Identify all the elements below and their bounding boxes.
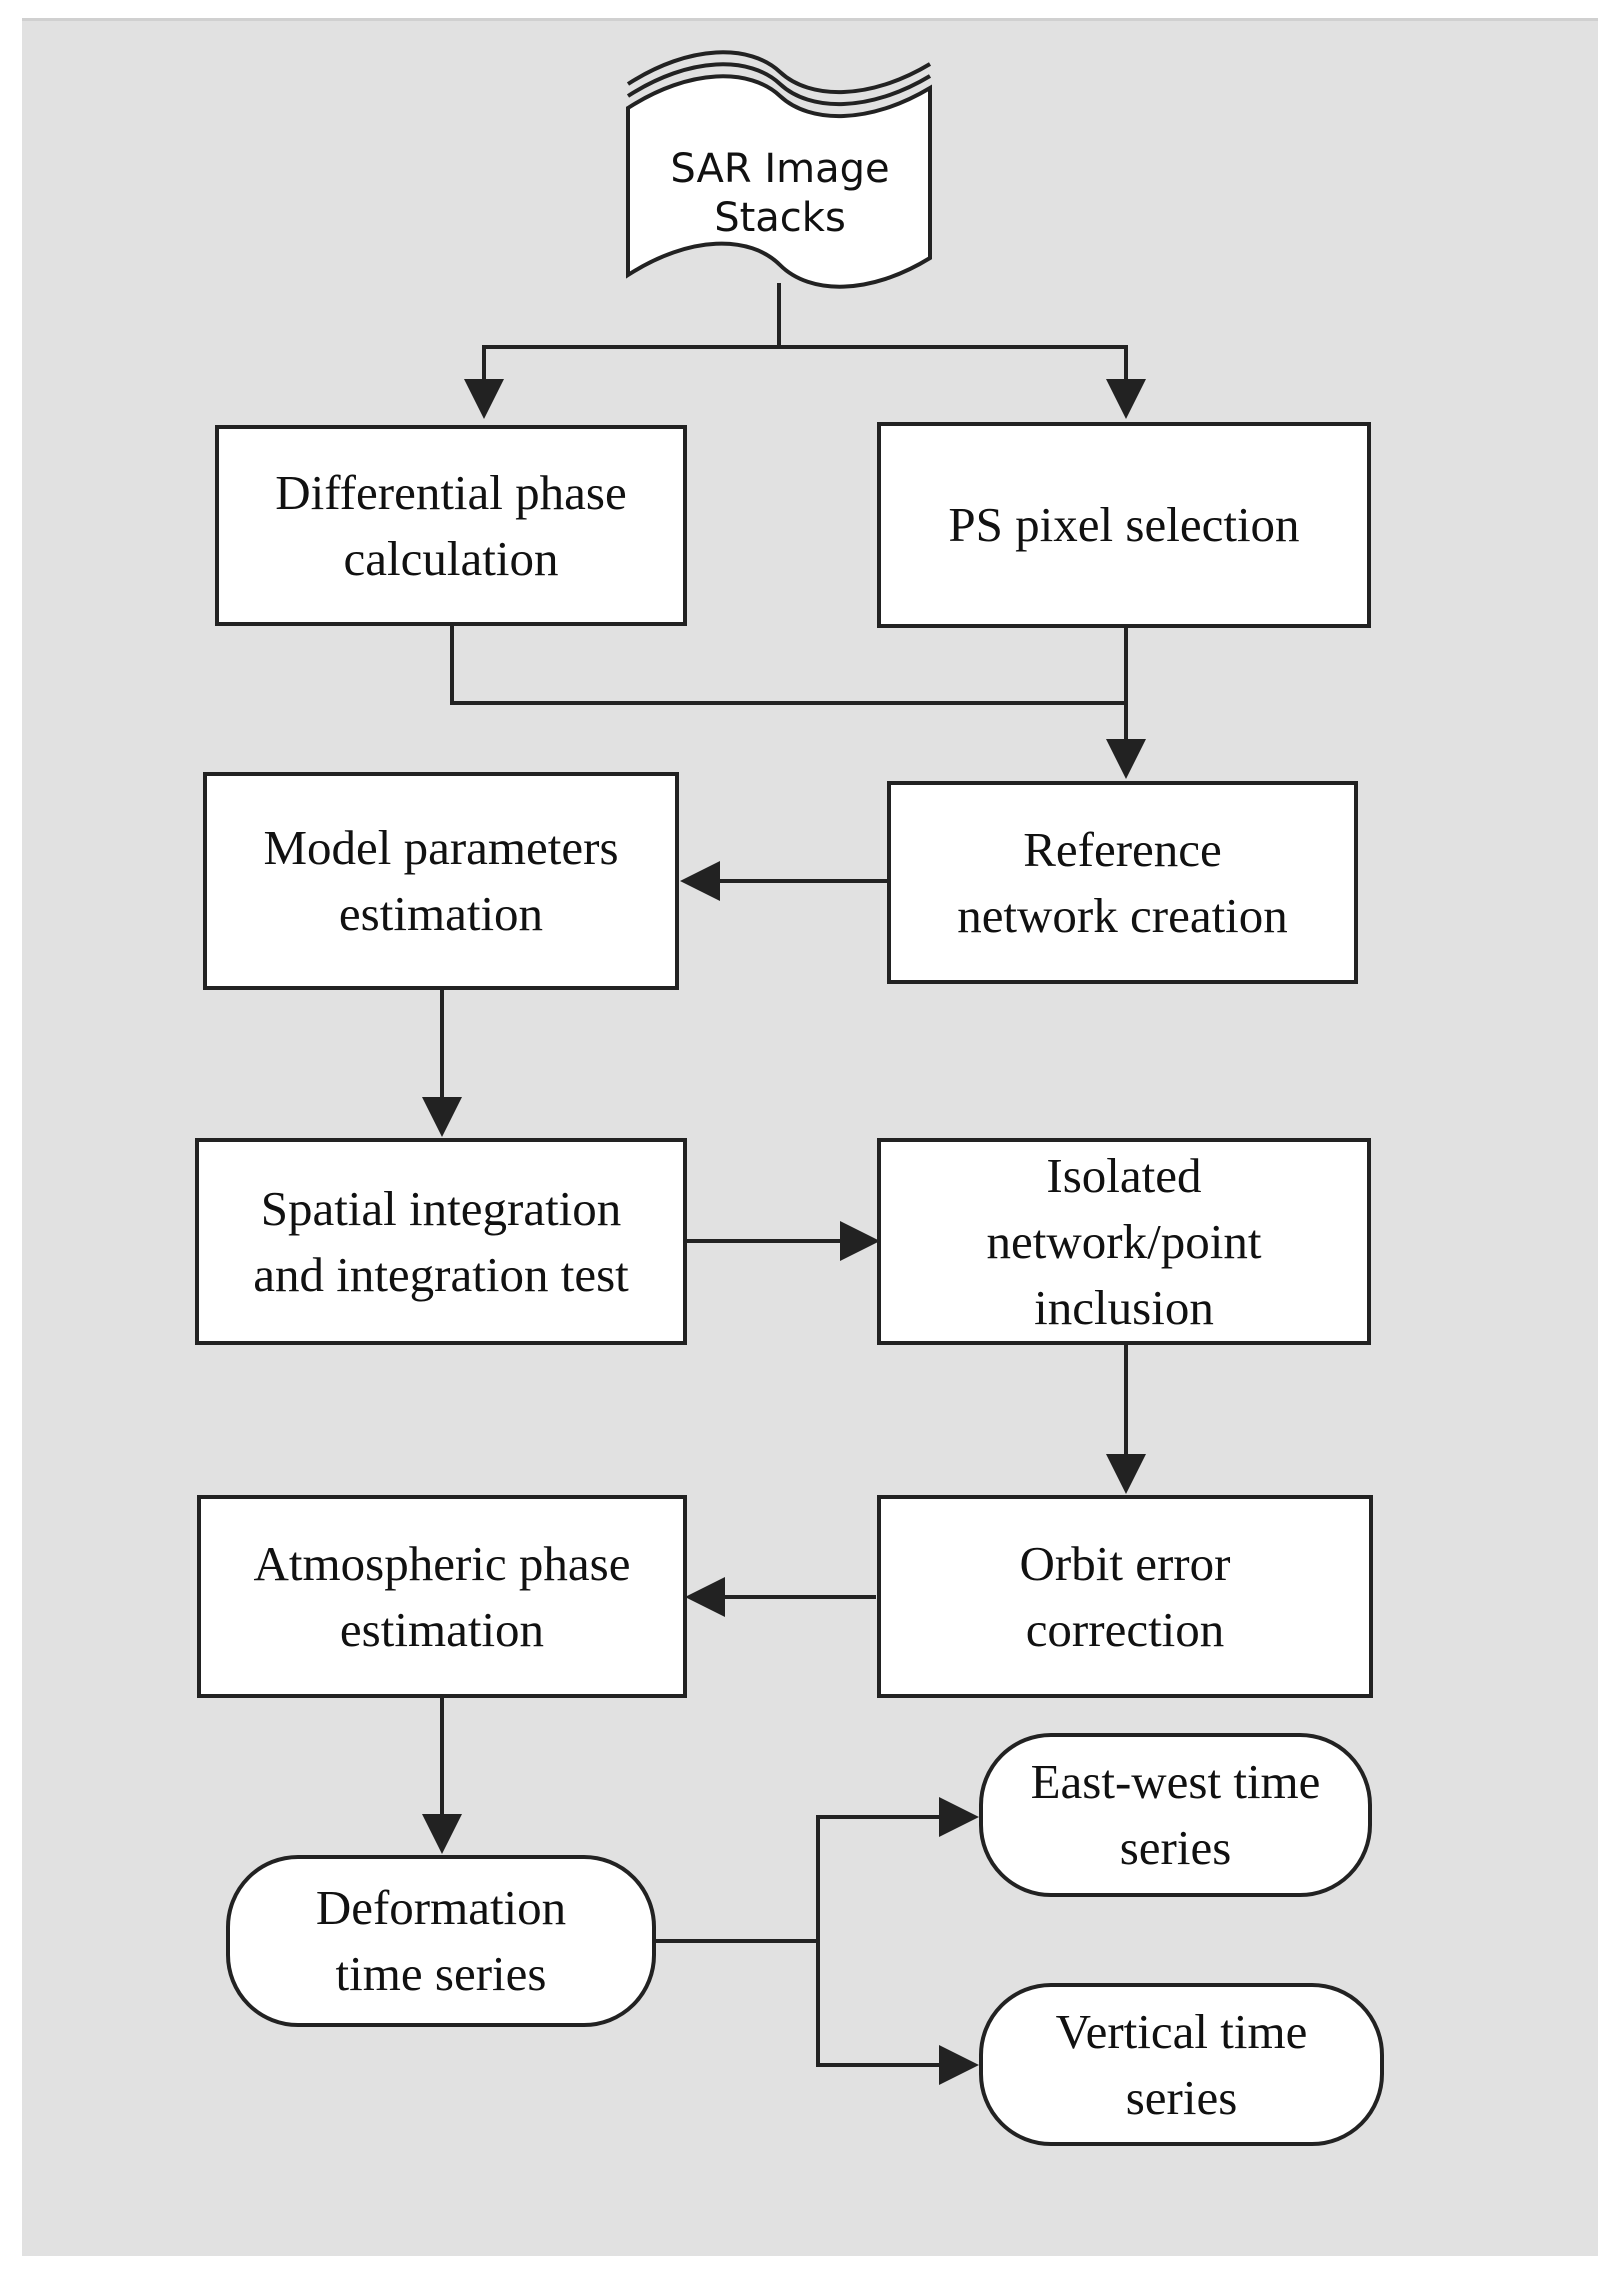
differential-phase-calculation-box: Differential phase calculation: [215, 425, 687, 626]
east-west-time-series-label: East-west time series: [1030, 1754, 1321, 1875]
connector-merge-to-reference: [450, 626, 1146, 779]
orbit-error-correction-label: Orbit error correction: [1019, 1535, 1231, 1657]
connector-sar-split: [464, 283, 1146, 419]
isolated-network-inclusion-box: Isolated network/point inclusion: [877, 1138, 1371, 1345]
atmospheric-phase-estimation-label: Atmospheric phase estimation: [253, 1535, 631, 1657]
vertical-time-series-label: Vertical time series: [1055, 2003, 1308, 2125]
sar-image-stacks-label: SAR Image Stacks: [670, 146, 890, 241]
spatial-integration-label: Spatial integration and integration test: [253, 1180, 629, 1302]
deformation-time-series-label: Deformation time series: [315, 1880, 567, 2001]
sar-image-stack-shape: [626, 50, 932, 289]
reference-network-creation-label: Reference network creation: [957, 821, 1288, 943]
reference-network-creation-box: Reference network creation: [887, 781, 1358, 984]
atmospheric-phase-estimation-box: Atmospheric phase estimation: [197, 1495, 687, 1698]
differential-phase-calculation-label: Differential phase calculation: [275, 464, 627, 586]
spatial-integration-box: Spatial integration and integration test: [195, 1138, 687, 1345]
model-parameters-estimation-box: Model parameters estimation: [203, 772, 679, 990]
ps-pixel-selection-box: PS pixel selection: [877, 422, 1371, 628]
ps-pixel-selection-label: PS pixel selection: [948, 497, 1300, 552]
vertical-time-series-terminal: Vertical time series: [979, 1983, 1384, 2146]
east-west-time-series-terminal: East-west time series: [979, 1733, 1372, 1897]
connector-deformation-split: [656, 1797, 979, 2085]
orbit-error-correction-box: Orbit error correction: [877, 1495, 1373, 1698]
deformation-time-series-terminal: Deformation time series: [226, 1855, 656, 2027]
model-parameters-estimation-label: Model parameters estimation: [263, 820, 619, 941]
isolated-network-inclusion-label: Isolated network/point inclusion: [986, 1147, 1262, 1335]
